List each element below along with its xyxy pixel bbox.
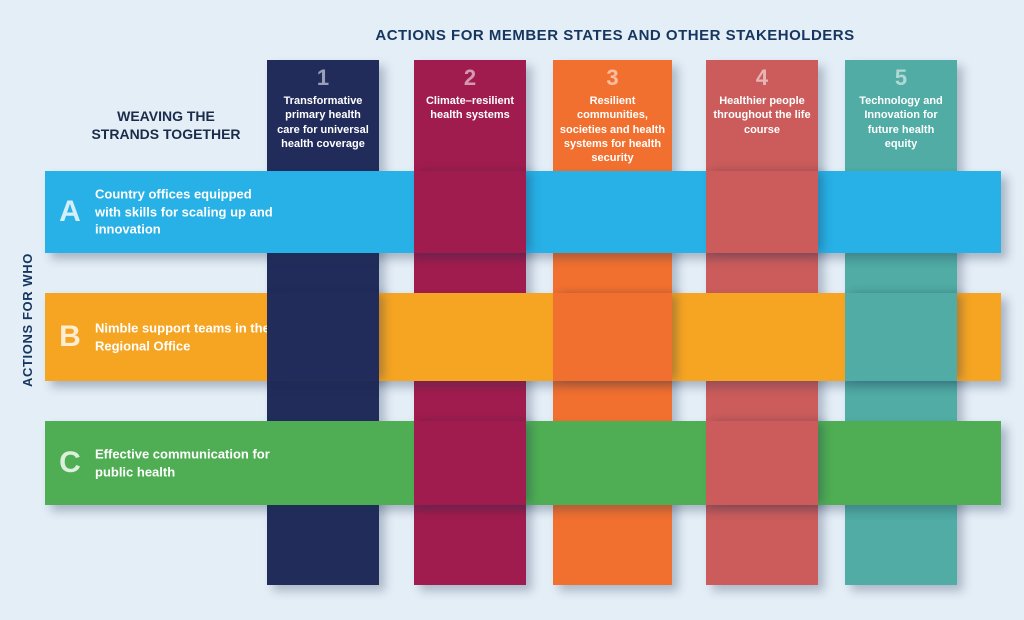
row-label-a: Country offices equipped with skills for… (95, 186, 273, 237)
weave-patch-col1-rowB (267, 293, 379, 381)
column-number-5: 5 (894, 65, 908, 90)
column-number-2: 2 (463, 65, 477, 90)
column-number-4: 4 (755, 65, 769, 90)
column-label-3: Resilient communities, societies and hea… (559, 95, 666, 165)
row-strand-b: B Nimble support teams in the Regional O… (45, 293, 1001, 381)
column-label-2: Climate–resilient health systems (425, 95, 515, 122)
page-title: ACTIONS FOR MEMBER STATES AND OTHER STAK… (375, 27, 855, 44)
row-letter-b: B (59, 320, 81, 353)
weave-patch-col2-rowC (414, 421, 526, 505)
weave-patch-col4-rowC (706, 421, 818, 505)
weave-patch-col3-rowB (553, 293, 672, 381)
column-label-5: Technology and Innovation for future hea… (859, 95, 943, 150)
weave-patch-col4-rowA (706, 171, 818, 253)
row-letter-c: C (59, 446, 81, 479)
column-label-1: Transformative primary health care for u… (277, 95, 369, 150)
column-number-1: 1 (316, 65, 330, 90)
column-label-4: Healthier people throughout the life cou… (713, 95, 811, 136)
weaving-strands-label: WEAVING THE STRANDS TOGETHER (91, 108, 241, 143)
row-letter-a: A (59, 195, 81, 228)
weave-patch-col2-rowA (414, 171, 526, 253)
weave-patch-col5-rowB (845, 293, 957, 381)
row-label-c: Effective communication for public healt… (95, 446, 270, 479)
row-label-b: Nimble support teams in the Regional Off… (95, 320, 270, 353)
column-number-3: 3 (606, 65, 619, 90)
actions-for-who-axis-label: ACTIONS FOR WHO (20, 253, 35, 387)
